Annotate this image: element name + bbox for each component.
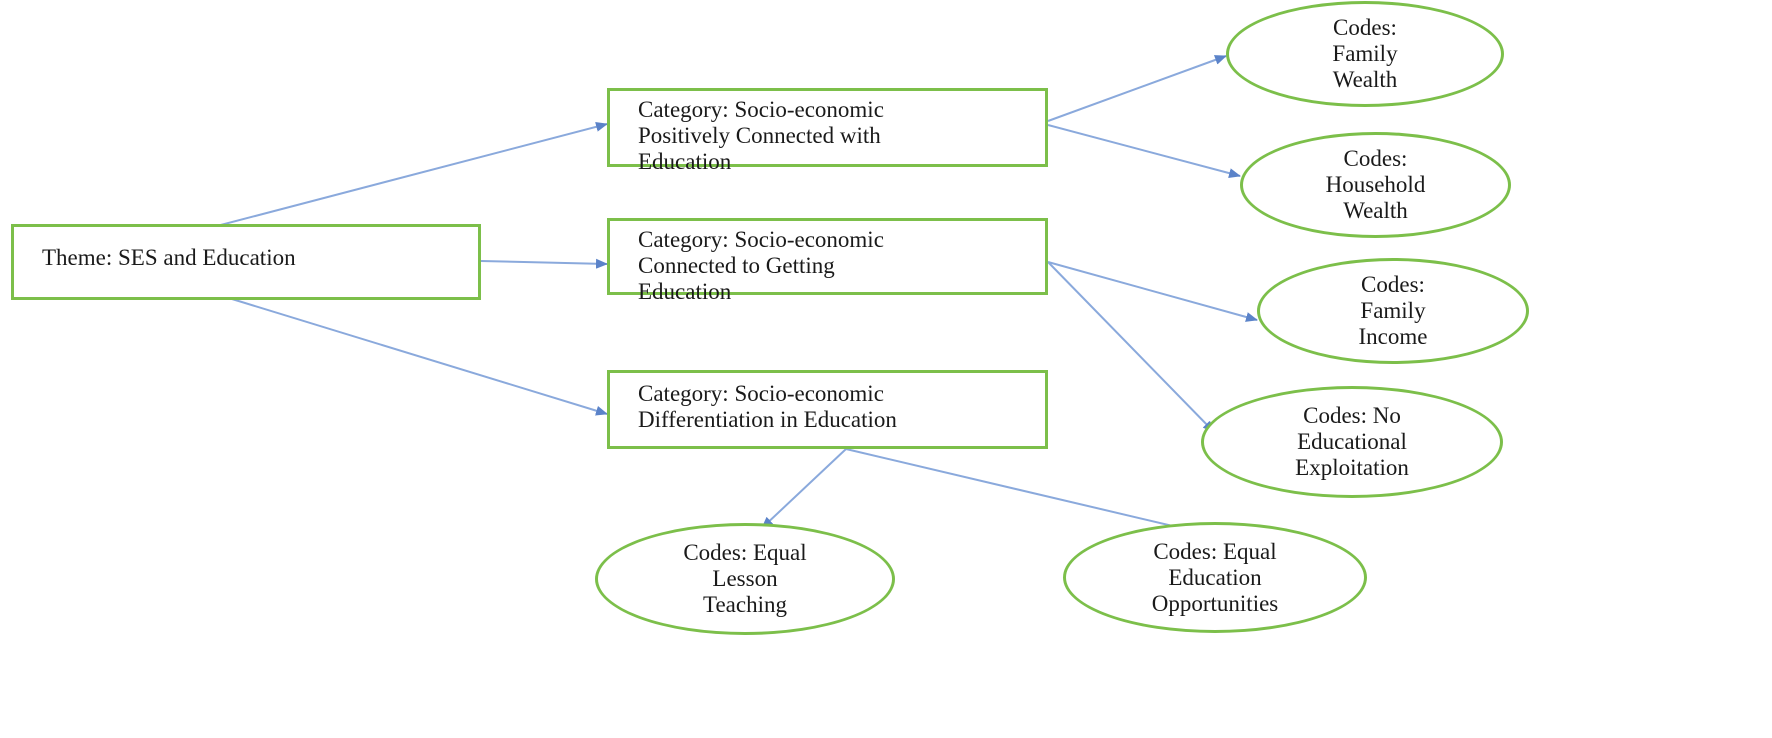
arrow-theme-to-category-2 <box>480 258 608 269</box>
code-ellipse-equal-education-opportunities: Codes: Equal Education Opportunities <box>1063 522 1367 633</box>
code-ellipse-no-educational-exploitation: Codes: No Educational Exploitation <box>1201 386 1503 498</box>
code-label: Codes: Family Income <box>1358 272 1428 349</box>
code-ellipse-family-income: Codes: Family Income <box>1257 258 1529 364</box>
category-label: Category: Socio-economic Positively Conn… <box>638 97 884 174</box>
code-ellipse-family-wealth: Codes: Family Wealth <box>1226 1 1504 107</box>
code-label: Codes: No Educational Exploitation <box>1295 403 1409 480</box>
arrow-category-1-to-family-wealth <box>1047 55 1227 122</box>
arrow-category-3-to-equal-education <box>845 448 1195 534</box>
code-ellipse-equal-lesson-teaching: Codes: Equal Lesson Teaching <box>595 523 895 635</box>
category-box-connected-to-getting-education: Category: Socio-economic Connected to Ge… <box>607 218 1048 304</box>
theme-label: Theme: SES and Education <box>42 245 296 270</box>
category-box-differentiation-in-education: Category: Socio-economic Differentiation… <box>607 370 1048 449</box>
arrow-category-3-to-equal-lesson <box>761 448 847 529</box>
theme-box: Theme: SES and Education <box>11 224 481 300</box>
arrow-category-2-to-family-income <box>1047 261 1258 322</box>
category-label: Category: Socio-economic Connected to Ge… <box>638 227 884 304</box>
code-label: Codes: Equal Education Opportunities <box>1151 538 1279 616</box>
arrow-theme-to-category-3 <box>231 298 608 416</box>
arrow-category-1-to-household-wealth <box>1047 124 1241 179</box>
category-box-socio-economic-positively-connected: Category: Socio-economic Positively Conn… <box>607 88 1048 174</box>
code-label: Codes: Equal Lesson Teaching <box>683 540 807 617</box>
code-ellipse-household-wealth: Codes: Household Wealth <box>1240 132 1511 238</box>
category-label: Category: Socio-economic Differentiation… <box>638 381 897 432</box>
arrow-category-2-to-educational-exploitation <box>1047 261 1215 433</box>
code-label: Codes: Household Wealth <box>1325 146 1426 223</box>
code-label: Codes: Family Wealth <box>1332 15 1398 92</box>
arrow-theme-to-category-1 <box>212 121 608 228</box>
